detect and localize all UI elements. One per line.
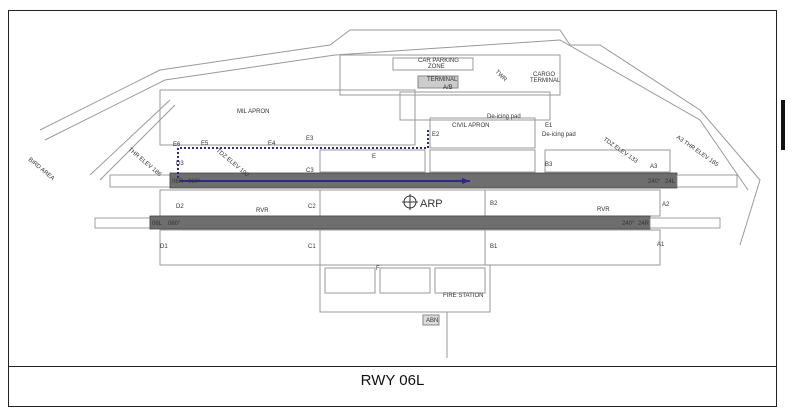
- mil-apron-label: MIL APRON: [237, 109, 269, 115]
- landside-area: [339, 54, 561, 96]
- rwy-06l-hdg: 060°: [168, 221, 181, 227]
- taxiway-label: E5: [201, 141, 209, 147]
- chart-frame: [8, 10, 777, 407]
- road-branch: [89, 99, 176, 181]
- arp-label: ARP: [420, 198, 443, 210]
- rwy-24r-hdg: 240°: [622, 221, 635, 227]
- taxiway-label: E6: [173, 142, 181, 148]
- infield-3: [544, 149, 671, 173]
- fire-station-label: FIRE STATION: [443, 293, 483, 299]
- rvr-left-label: RVR: [256, 208, 269, 214]
- infield-2: [429, 149, 536, 173]
- taxiway-label: A3: [650, 164, 658, 170]
- deicing-pad-label-2: De-icing pad: [542, 132, 576, 138]
- rwy-06r-designator: 06R: [172, 179, 184, 185]
- terminal-building: [417, 75, 459, 89]
- infield-7: [159, 229, 321, 266]
- rwy-06l-designator: 06L: [152, 221, 163, 227]
- taxiway-label: C3: [306, 168, 314, 174]
- mil-apron-area: [159, 89, 416, 146]
- infield-6: [484, 189, 661, 217]
- taxiway-label: E3: [306, 136, 314, 142]
- cargo-terminal-label: TERMINAL: [530, 78, 561, 84]
- perimeter-road: [39, 29, 761, 246]
- aerodrome-diagram: ARP CAR PARKING ZONE TERMINAL A/B TWR CA…: [27, 29, 761, 358]
- taxiway-label: F: [376, 266, 380, 272]
- rvr-right-label: RVR: [597, 207, 610, 213]
- zone-label: ZONE: [428, 64, 445, 70]
- civil-apron-area: [429, 117, 536, 149]
- stopway-06l: [94, 217, 151, 229]
- south-block-1: [324, 267, 376, 294]
- taxiway-label: A1: [657, 242, 665, 248]
- rwy-06r-hdg: 060°: [188, 179, 201, 185]
- runway-06l-24r: [149, 215, 651, 230]
- south-road: [319, 265, 491, 358]
- taxiway-label: B3: [545, 162, 553, 168]
- south-block-3: [434, 267, 486, 294]
- taxiway-label: B1: [490, 244, 498, 250]
- caption-divider: [8, 366, 777, 367]
- cargo-label: CARGO: [533, 72, 555, 78]
- taxiway-label: A2: [662, 202, 670, 208]
- taxiway-label: C2: [308, 204, 316, 210]
- infield-8: [319, 229, 486, 266]
- tdz-elev-right-label: TDZ ELEV 133: [602, 137, 639, 165]
- taxiway-label: D2: [176, 204, 184, 210]
- bird-area-label: BIRD AREA: [27, 157, 55, 182]
- abn-building: [422, 314, 440, 326]
- south-block-2: [379, 267, 431, 294]
- taxiway-label: E: [372, 154, 376, 160]
- stopway-24l: [676, 174, 738, 188]
- taxiway-label: E1: [545, 123, 553, 129]
- rwy-24l-designator: 24L: [665, 179, 676, 185]
- perimeter-road-inner: [44, 39, 749, 191]
- rwy-24l-hdg: 240°: [648, 179, 661, 185]
- infield-9: [484, 229, 661, 266]
- terminal-label: TERMINAL: [427, 77, 458, 83]
- car-parking-area: [392, 57, 474, 71]
- infield-4: [159, 189, 321, 217]
- car-parking-label: CAR PARKING: [418, 58, 459, 64]
- civil-apron-label: CIVIL APRON: [452, 123, 489, 129]
- stopway-24r: [649, 217, 721, 229]
- twr-label: TWR: [494, 69, 508, 83]
- stopway-06r: [109, 174, 171, 188]
- abn-label: ABN: [426, 318, 438, 324]
- taxi-route: [177, 130, 429, 180]
- deicing-pad-label-1: De-icing pad: [487, 114, 521, 120]
- taxiway-label: E2: [432, 132, 440, 138]
- taxiway-label: E4: [268, 141, 276, 147]
- side-marker: [781, 100, 785, 150]
- taxiway-label: B2: [490, 201, 498, 207]
- infield-5: [319, 189, 486, 217]
- ab-label: A/B: [443, 85, 453, 91]
- runway-caption: RWY 06L: [360, 372, 425, 389]
- takeoff-arrow: [462, 178, 470, 184]
- arp-icon: [402, 194, 418, 210]
- thr-elev-left-label: THR ELEV 186: [127, 147, 163, 178]
- civil-stands: [399, 91, 551, 121]
- taxiway-label: D1: [160, 244, 168, 250]
- taxiway-label: D3: [176, 161, 184, 167]
- rwy-24r-designator: 24R: [638, 221, 650, 227]
- taxiway-label: C1: [308, 244, 316, 250]
- infield-1: [319, 149, 426, 173]
